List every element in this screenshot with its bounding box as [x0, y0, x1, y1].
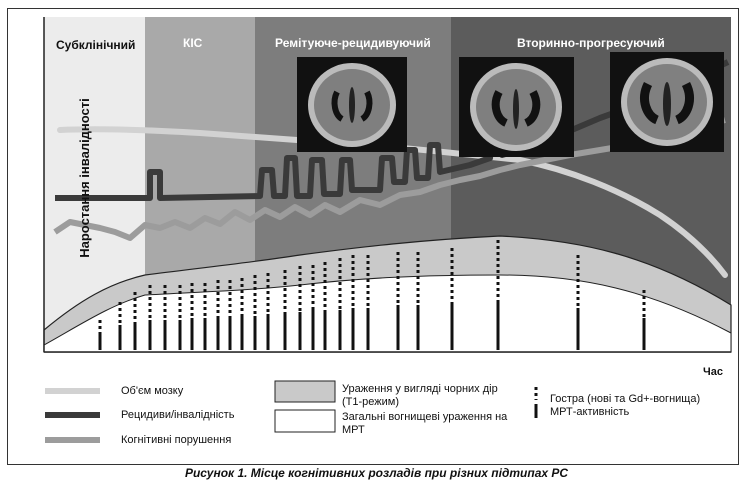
lesion-area-inner — [43, 274, 732, 353]
cognitive-impairment-line — [53, 117, 726, 241]
y-axis-label: Наростання інвалідності — [77, 98, 92, 258]
mri-image-sp-2 — [610, 52, 724, 152]
phase-label-subclinical: Субклінічний — [56, 38, 136, 52]
mri-image-rr — [297, 57, 407, 152]
legend-swatch-total-lesions — [274, 409, 336, 433]
figure-caption: Рисунок 1. Місце когнітивних розладів пр… — [184, 466, 569, 480]
mri-image-sp-1 — [459, 57, 574, 157]
legend-acute-mri-activity: Гостра (нові та Gd+-вогнища) МРТ-активні… — [550, 393, 701, 418]
x-axis-label: Час — [703, 366, 723, 378]
phase-label-cis: КІС — [183, 36, 203, 50]
phase-label-secondary-progressive: Вторинно-прогресуючий — [517, 36, 665, 50]
legend-black-holes: Ураження у вигляді чорних дір (Т1-режим) — [342, 383, 498, 408]
brain-volume-line — [57, 126, 728, 278]
acute-mri-activity-solid — [98, 300, 646, 350]
legend-brain-volume: Об'єм мозку — [121, 385, 184, 397]
phase-label-relapsing-remitting: Ремітуюче-рецидивуючий — [275, 36, 431, 50]
legend-cognitive-impairment: Когнітивні порушення — [121, 434, 232, 446]
legend-swatch-black-holes — [274, 380, 336, 403]
legend-total-lesions: Загальні вогнищеві ураження на МРТ — [342, 411, 508, 436]
figure-frame — [7, 8, 739, 465]
legend-relapses-disability: Рецидиви/інвалідність — [121, 409, 235, 421]
